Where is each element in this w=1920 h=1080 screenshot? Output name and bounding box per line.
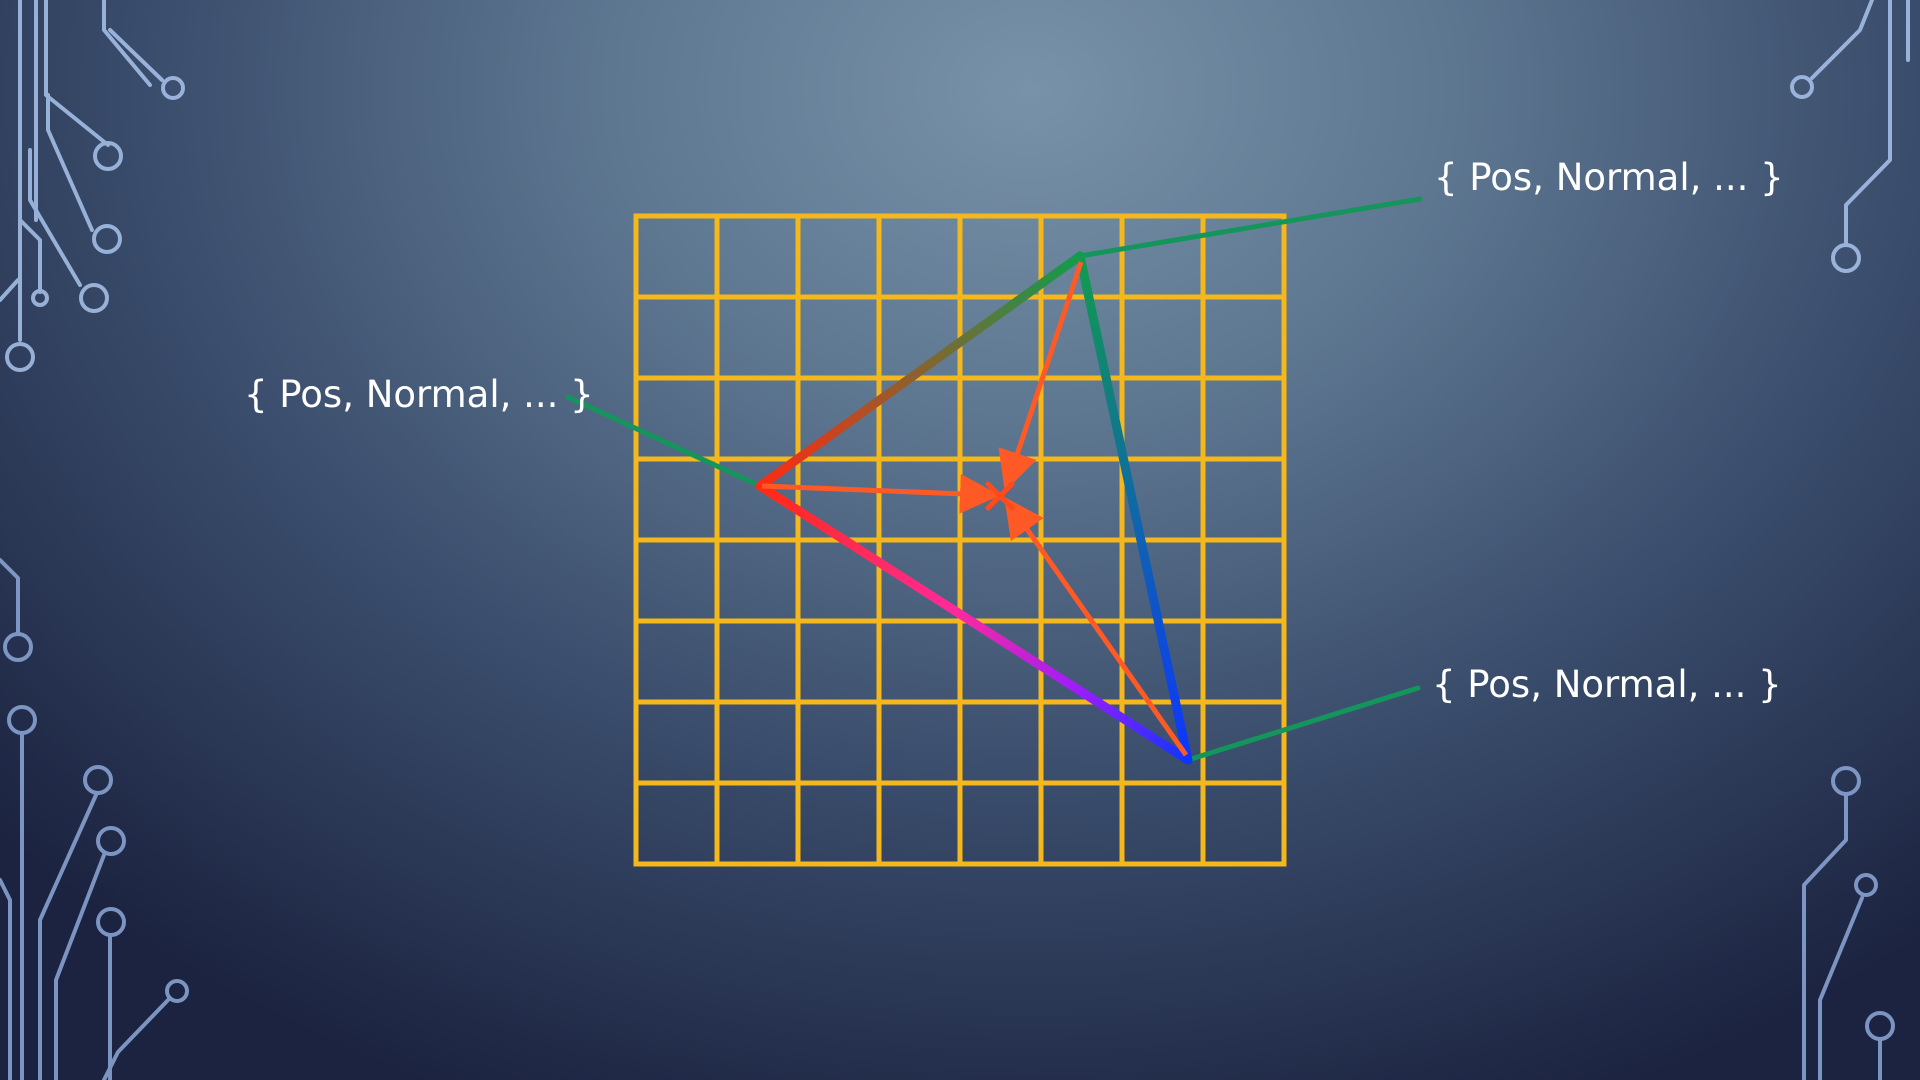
- leader-line-bottom: [1185, 685, 1421, 763]
- interpolation-arrow-from-bottom: [1004, 496, 1189, 757]
- interpolation-arrow-from-left: [761, 473, 1000, 514]
- circuit-trace-bottom-left: [0, 558, 189, 1080]
- circuit-trace-bottom-right: [1802, 766, 1895, 1080]
- triangle-edge-left-bottom: [755, 481, 1193, 765]
- interpolated-point-marker: [985, 481, 1015, 511]
- triangle-edge-top-bottom: [1075, 251, 1193, 765]
- leader-line-left: [565, 394, 763, 489]
- leader-line-top: [1077, 196, 1423, 259]
- circuit-trace-top-right: [1790, 0, 1910, 273]
- vertex-label-bottom: { Pos, Normal, ... }: [1432, 663, 1782, 706]
- vertex-label-left: { Pos, Normal, ... }: [244, 373, 594, 416]
- triangle-edge-top-left: [755, 251, 1085, 491]
- pixel-grid: [633, 213, 1287, 867]
- vertex-label-top: { Pos, Normal, ... }: [1434, 156, 1784, 199]
- circuit-trace-top-left: [0, 0, 185, 372]
- interpolation-arrow-from-top: [998, 261, 1084, 492]
